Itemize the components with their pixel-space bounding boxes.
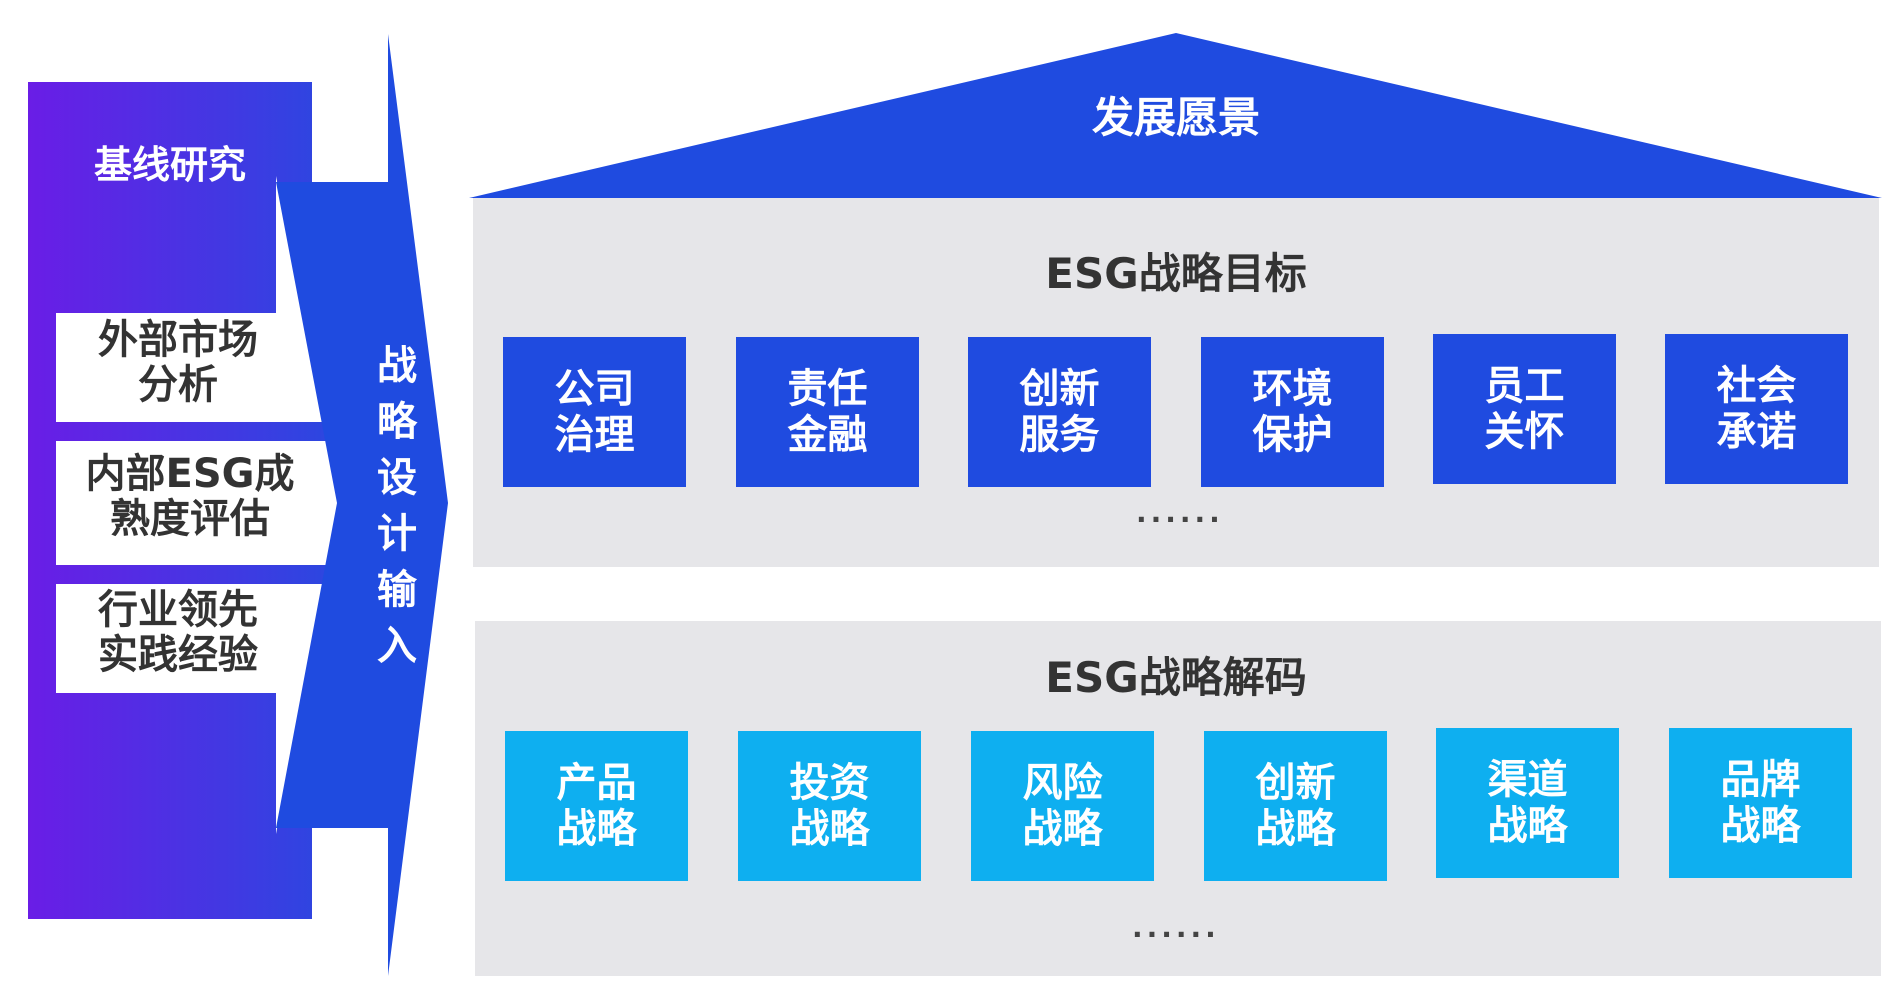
goal-innovation: 创新 服务 (968, 337, 1151, 487)
item-external-market: 外部市场 分析 (98, 317, 258, 408)
goals-panel (473, 198, 1879, 567)
goal-society: 社会 承诺 (1665, 334, 1848, 484)
decode-product: 产品 战略 (505, 731, 688, 881)
strategy-input-arrow (276, 34, 448, 976)
decode-brand: 品牌 战略 (1669, 728, 1852, 878)
strategy-input-label: 战 略 设 计 输 入 (377, 343, 417, 669)
decode-title: ESG战略解码 (1045, 653, 1307, 702)
item-internal-esg: 内部ESG成 熟度评估 (85, 451, 295, 542)
goal-governance: 公司 治理 (503, 337, 686, 487)
goal-employee: 员工 关怀 (1433, 334, 1616, 484)
decode-channel: 渠道 战略 (1436, 728, 1619, 878)
decode-more: ...... (1132, 911, 1220, 944)
decode-panel (475, 621, 1881, 976)
decode-innovation: 创新 战略 (1204, 731, 1387, 881)
decode-investment: 投资 战略 (738, 731, 921, 881)
roof (469, 33, 1882, 198)
baseline-title: 基线研究 (93, 143, 246, 187)
vision-title: 发展愿景 (1091, 93, 1260, 142)
goals-more: ...... (1136, 496, 1224, 529)
goal-finance: 责任 金融 (736, 337, 919, 487)
goals-title: ESG战略目标 (1045, 249, 1307, 298)
item-bar-2 (56, 441, 356, 565)
decode-risk: 风险 战略 (971, 731, 1154, 881)
item-industry-practice: 行业领先 实践经验 (98, 587, 258, 678)
goal-environment: 环境 保护 (1201, 337, 1384, 487)
